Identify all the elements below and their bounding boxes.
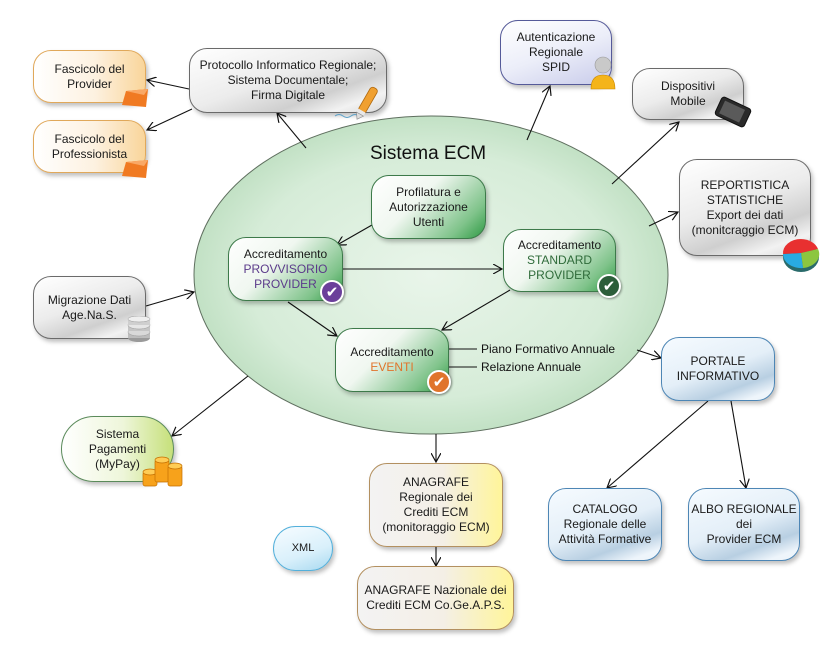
node-autenticazione[interactable]: Autenticazione Regionale SPID [500, 20, 612, 85]
check-green-icon: ✔ [597, 274, 621, 298]
node-albo[interactable]: ALBO REGIONALE dei Provider ECM [688, 488, 800, 561]
arrow-standard-to-eventi [442, 289, 511, 330]
reportistica-line2: STATISTICHE [706, 192, 784, 207]
xml-label: XML [291, 542, 315, 554]
albo-line2: dei [735, 517, 752, 531]
coins-icon [142, 456, 183, 487]
node-reportistica[interactable]: REPORTISTICA STATISTICHE Export dei dati… [679, 159, 811, 256]
fascicolo-provider-line1: Fascicolo del [54, 61, 125, 76]
anagrafe-nazionale-line1: ANAGRAFE Nazionale dei [364, 583, 507, 597]
profilatura-line3: Utenti [412, 214, 445, 229]
protocollo-line2: Sistema Documentale; [227, 73, 349, 87]
arrow-ecm-to-pagamenti [172, 375, 249, 436]
autenticazione-line1: Autenticazione [516, 30, 596, 44]
node-portale[interactable]: PORTALE INFORMATIVO [661, 337, 775, 401]
node-anagrafe-regionale[interactable]: ANAGRAFE Regionale dei Crediti ECM (moni… [369, 463, 503, 547]
eventi-line2: EVENTI [370, 360, 414, 374]
migrazione-line2: Age.Na.S. [62, 307, 117, 322]
folder-icon [122, 89, 148, 107]
dispositivi-line2: Mobile [670, 94, 706, 108]
portale-line2: INFORMATIVO [676, 369, 760, 383]
arrow-protocollo-to-fascicolo-professionista [147, 108, 193, 130]
catalogo-line1: CATALOGO [572, 502, 638, 516]
autenticazione-line2: Regionale [528, 45, 584, 59]
check-orange-icon: ✔ [427, 370, 451, 394]
arrow-ecm-to-reportistica [648, 212, 678, 227]
standard-line3: PROVIDER [528, 268, 591, 282]
arrow-ecm-to-protocollo [277, 113, 307, 149]
pie-chart-icon [782, 238, 820, 272]
folder-icon [122, 160, 148, 178]
arrow-ecm-to-autenticazione [526, 86, 550, 141]
protocollo-line3: Firma Digitale [250, 88, 325, 102]
pagamenti-line2: Pagamenti [88, 441, 147, 456]
sistema-ecm-title: Sistema ECM [370, 143, 487, 164]
anagrafe-nazionale-line2: Crediti ECM Co.Ge.A.P.S. [366, 598, 505, 612]
albo-line1: ALBO REGIONALE [691, 502, 797, 516]
protocollo-line1: Protocollo Informatico Regionale; [199, 58, 377, 72]
database-icon [127, 316, 151, 342]
check-purple-icon: ✔ [320, 280, 344, 304]
node-anagrafe-nazionale[interactable]: ANAGRAFE Nazionale dei Crediti ECM Co.Ge… [357, 566, 514, 630]
eventi-line1: Accreditamento [350, 345, 434, 359]
profilatura-line2: Autorizzazione [389, 199, 468, 214]
node-protocollo[interactable]: Protocollo Informatico Regionale; Sistem… [189, 48, 387, 113]
arrow-migrazione-to-ecm [145, 292, 194, 307]
anagrafe-regionale-line3: Crediti ECM [403, 505, 469, 519]
label-piano-formativo: Piano Formativo Annuale [481, 342, 616, 356]
node-profilatura[interactable]: Profilatura e Autorizzazione Utenti [371, 175, 486, 239]
arrow-ecm-to-dispositivi [611, 122, 679, 185]
node-pagamenti[interactable]: Sistema Pagamenti (MyPay) [61, 416, 174, 482]
fascicolo-provider-line2: Provider [67, 76, 112, 91]
arrow-protocollo-to-fascicolo-provider [147, 80, 190, 90]
pagamenti-line3: (MyPay) [95, 456, 140, 471]
fascicolo-professionista-line1: Fascicolo del [54, 131, 125, 146]
standard-line1: Accreditamento [517, 238, 602, 252]
arrow-portale-to-catalogo [607, 400, 709, 488]
reportistica-line1: REPORTISTICA [700, 177, 790, 192]
smartphone-icon [714, 96, 752, 128]
provvisorio-line1: Accreditamento [243, 246, 328, 261]
user-icon [590, 56, 616, 90]
provvisorio-line2: PROVVISORIO [243, 261, 328, 276]
node-accreditamento-standard[interactable]: Accreditamento STANDARD PROVIDER [503, 229, 616, 292]
reportistica-line3: Export dei dati [706, 207, 784, 222]
node-fascicolo-provider[interactable]: Fascicolo del Provider [33, 50, 146, 103]
arrow-ecm-to-portale [636, 349, 661, 358]
standard-line2: STANDARD [526, 253, 593, 267]
catalogo-line2: Regionale delle [563, 517, 647, 531]
label-relazione-annuale: Relazione Annuale [481, 360, 582, 374]
anagrafe-regionale-line2: Regionale dei [399, 490, 473, 504]
reportistica-line4: (monitcraggio ECM) [691, 222, 799, 237]
node-migrazione[interactable]: Migrazione Dati Age.Na.S. [33, 276, 146, 339]
arrow-provvisorio-to-eventi [287, 301, 337, 336]
fascicolo-professionista-line2: Professionista [51, 146, 128, 161]
node-xml[interactable]: XML [273, 526, 333, 571]
node-catalogo[interactable]: CATALOGO Regionale delle Attività Format… [548, 488, 662, 561]
anagrafe-regionale-line4: (monitoraggio ECM) [382, 520, 490, 534]
pagamenti-line1: Sistema [95, 426, 140, 441]
anagrafe-regionale-line1: ANAGRAFE [402, 475, 469, 489]
arrow-profilatura-to-provvisorio [337, 224, 373, 245]
profilatura-line1: Profilatura e [396, 184, 461, 199]
dispositivi-line1: Dispositivi [660, 79, 715, 93]
provvisorio-line3: PROVIDER [254, 276, 317, 291]
catalogo-line3: Attività Formative [558, 532, 652, 546]
autenticazione-line3: SPID [541, 60, 570, 74]
albo-line3: Provider ECM [706, 532, 782, 546]
portale-line1: PORTALE [690, 354, 746, 368]
arrow-portale-to-albo [730, 400, 746, 488]
pen-signature-icon [334, 86, 378, 120]
migrazione-line1: Migrazione Dati [47, 292, 132, 307]
